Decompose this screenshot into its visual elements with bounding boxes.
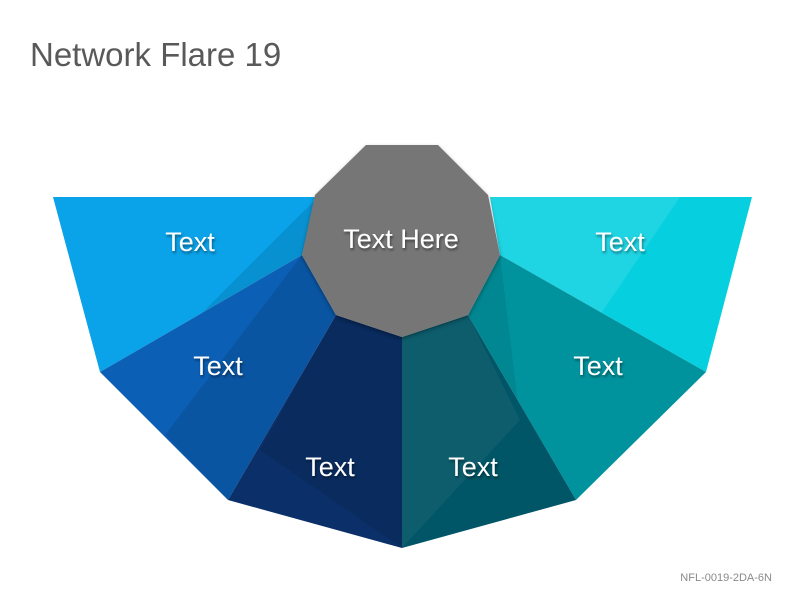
page-title: Network Flare 19 [30,36,282,73]
segment-label-bottom-left: Text [305,452,355,482]
segment-label-bottom-right: Text [448,452,498,482]
segment-label-top-right: Text [595,227,645,257]
segment-bottom-right: Text [402,315,576,548]
segment-bottom-left: Text [228,315,402,548]
center-label: Text Here [343,224,459,254]
segment-top-right: Text [490,197,752,372]
segment-label-mid-left: Text [193,351,243,381]
segment-label-mid-right: Text [573,351,623,381]
segment-mid-left: Text [100,255,336,500]
segment-top-left: Text [53,197,318,372]
segment-label-top-left: Text [165,227,215,257]
segment-mid-right: Text [468,255,706,500]
center-hub: Text Here [302,145,500,337]
product-code: NFL-0019-2DA-6N [680,572,772,584]
